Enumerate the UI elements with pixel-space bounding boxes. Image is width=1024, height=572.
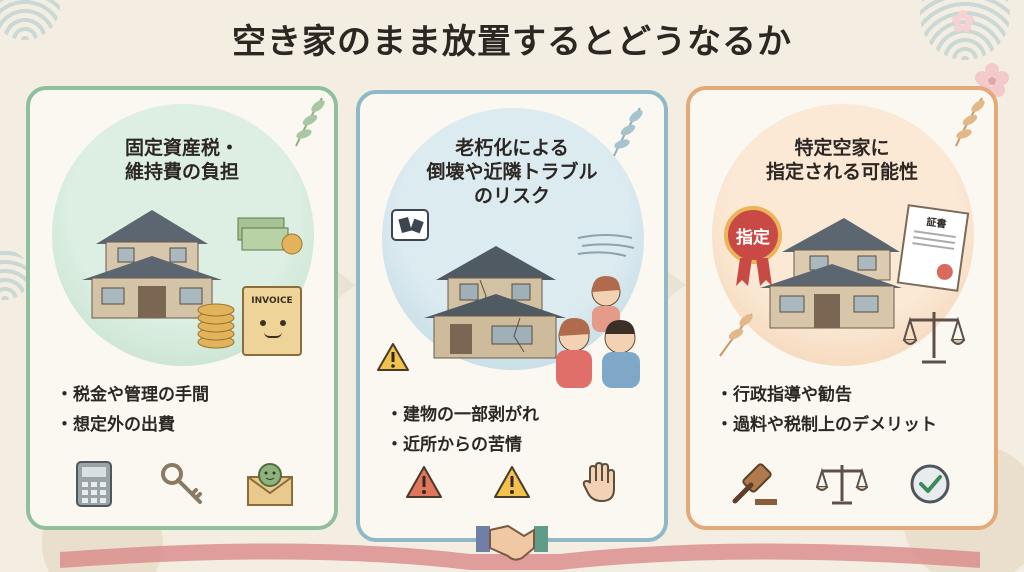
bullet-item: 行政指導や勧告 <box>733 380 982 410</box>
icon-row <box>360 456 664 508</box>
blossom-icon <box>951 9 975 33</box>
card-tax-burden: 固定資産税・ 維持費の負担 INVOICE 税金や管理の手間 想定外の出費 <box>26 86 338 530</box>
bullet-item: 想定外の出費 <box>73 410 322 440</box>
worried-neighbors-illustration <box>556 276 640 388</box>
bullet-list: 行政指導や勧告 過料や税制上のデメリット <box>702 380 982 440</box>
raised-hand-icon <box>574 456 626 508</box>
warning-icon <box>377 343 409 371</box>
coins-icon <box>197 303 235 349</box>
arrow-connector <box>668 272 686 298</box>
bullet-item: 過料や税制上のデメリット <box>733 410 982 440</box>
designation-badge: 指定 <box>724 206 782 264</box>
key-icon <box>156 458 208 510</box>
card-title: 特定空家に 指定される可能性 <box>765 137 918 183</box>
warning-icon <box>398 456 450 508</box>
certificate-document: 証書 <box>896 204 970 292</box>
money-envelope-icon <box>244 458 296 510</box>
warning-icon <box>486 456 538 508</box>
arrow-connector <box>338 272 356 298</box>
leaf-icon <box>295 97 325 147</box>
bullet-list: 税金や管理の手間 想定外の出費 <box>42 380 322 440</box>
checkmark-icon <box>904 458 956 510</box>
leaf-icon <box>955 97 985 147</box>
dilapidated-house-illustration <box>424 246 566 359</box>
leaf-icon <box>719 313 753 357</box>
bullet-item: 建物の一部剥がれ <box>403 400 652 430</box>
money-stack-icon <box>237 217 303 255</box>
leaf-icon <box>613 107 643 157</box>
bullet-item: 税金や管理の手間 <box>73 380 322 410</box>
handshake-icon <box>476 524 548 561</box>
card-collapse-risk: 老朽化による 倒壊や近隣トラブル のリスク 建物 <box>356 90 668 542</box>
old-house-illustration <box>82 210 222 319</box>
calculator-icon <box>68 458 120 510</box>
scales-icon <box>902 312 966 364</box>
card-specified-vacant-house: 特定空家に 指定される可能性 指定 証書 行政指導や勧告 過料や税制上のデ <box>686 86 998 530</box>
scales-icon <box>816 458 868 510</box>
wind-icon <box>577 234 635 257</box>
invoice-character: INVOICE <box>242 286 302 356</box>
icon-row <box>690 458 994 510</box>
badge-ribbon <box>736 258 772 286</box>
falling-tiles-icon <box>391 209 429 241</box>
designated-house-illustration <box>760 218 902 329</box>
bullet-item: 近所からの苦情 <box>403 430 652 460</box>
invoice-label: INVOICE <box>251 296 293 306</box>
icon-row <box>30 458 334 510</box>
bullet-list: 建物の一部剥がれ 近所からの苦情 <box>372 400 652 460</box>
gavel-icon <box>728 458 780 510</box>
card-title: 固定資産税・ 維持費の負担 <box>124 137 239 183</box>
card-title: 老朽化による 倒壊や近隣トラブル のリスク <box>426 137 598 207</box>
page-title: 空き家のまま放置するとどうなるか <box>232 22 792 62</box>
